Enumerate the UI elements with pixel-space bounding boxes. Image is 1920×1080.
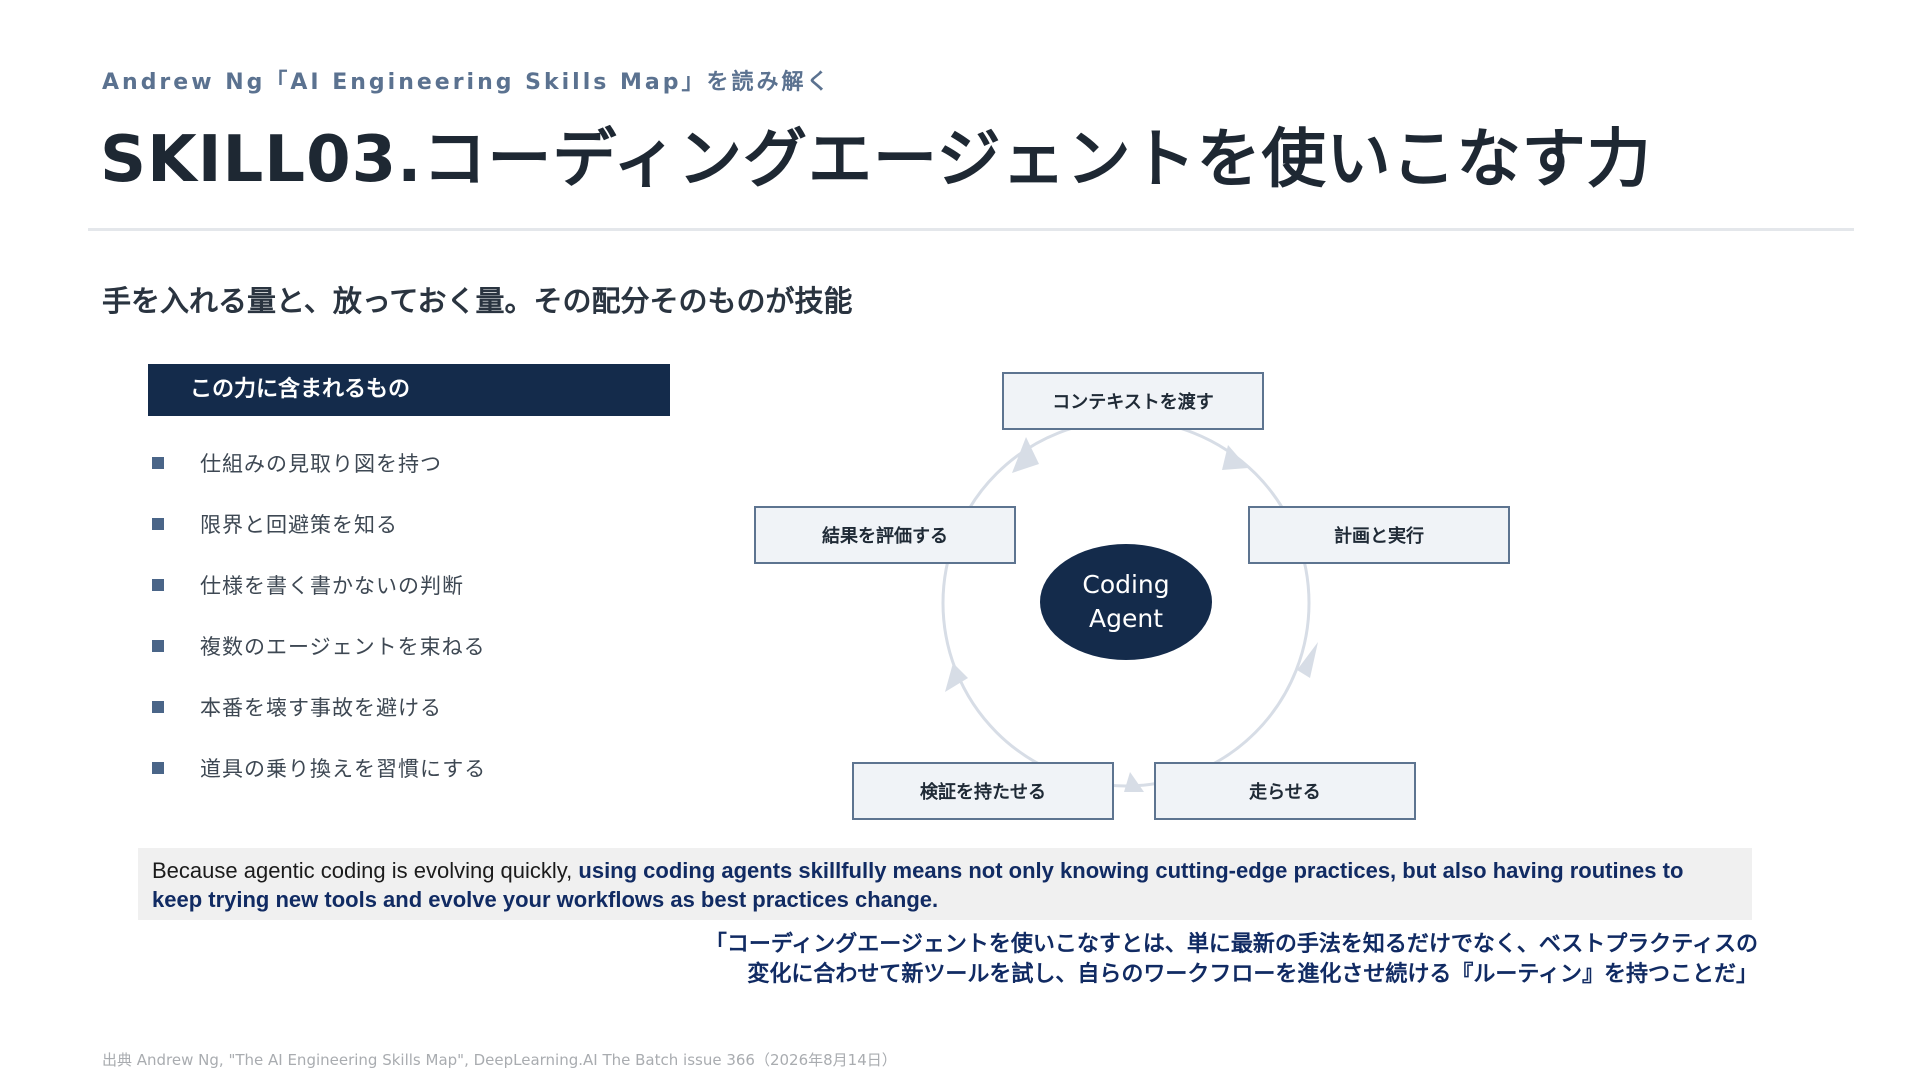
source-citation: 出典 Andrew Ng, "The AI Engineering Skills…: [102, 1051, 897, 1069]
cycle-node-evaluate: 結果を評価する: [754, 506, 1016, 564]
header-kicker: Andrew Ng「AI Engineering Skills Map」を読み解…: [102, 70, 832, 95]
agent-cycle-diagram: コンテキストを渡す 計画と実行 走らせる 検証を持たせる 結果を評価する Cod…: [740, 360, 1540, 820]
section-subtitle: 手を入れる量と、放っておく量。その配分そのものが技能: [102, 284, 853, 318]
skill-label: 限界と回避策を知る: [200, 512, 398, 537]
jp-quote-line2: 変化に合わせて新ツールを試し、自らのワークフローを進化させ続ける『ルーティン』を…: [747, 962, 1758, 987]
center-label-line1: Coding: [1082, 570, 1170, 599]
skills-list: 仕組みの見取り図を持つ 限界と回避策を知る 仕様を書く書かないの判断 複数のエー…: [152, 432, 486, 798]
skill-label: 仕組みの見取り図を持つ: [200, 451, 442, 476]
title-divider: [88, 228, 1854, 231]
square-bullet-icon: [152, 517, 164, 530]
page-title: SKILL03.コーディングエージェントを使いこなす力: [100, 123, 1652, 197]
list-item: 仕様を書く書かないの判断: [152, 554, 486, 615]
cycle-arrow-icon: [1222, 445, 1248, 470]
skill-label: 道具の乗り換えを習慣にする: [200, 756, 487, 781]
list-item: 道具の乗り換えを習慣にする: [152, 737, 486, 798]
skill-label: 本番を壊す事故を避ける: [200, 695, 442, 720]
cycle-arrow-icon: [1297, 642, 1318, 678]
cycle-node-verify: 検証を持たせる: [852, 762, 1114, 820]
list-item: 仕組みの見取り図を持つ: [152, 432, 486, 493]
square-bullet-icon: [152, 639, 164, 652]
skills-panel-header: この力に含まれるもの: [148, 364, 670, 416]
list-item: 限界と回避策を知る: [152, 493, 486, 554]
cycle-node-plan: 計画と実行: [1248, 506, 1510, 564]
english-quote-box: Because agentic coding is evolving quick…: [138, 848, 1752, 920]
square-bullet-icon: [152, 700, 164, 713]
cycle-arrow-icon: [1124, 772, 1144, 792]
center-label-line2: Agent: [1089, 604, 1163, 633]
cycle-node-context: コンテキストを渡す: [1002, 372, 1264, 430]
square-bullet-icon: [152, 456, 164, 469]
jp-quote-line1: 「コーディングエージェントを使いこなすとは、単に最新の手法を知るだけでなく、ベス…: [704, 932, 1758, 957]
list-item: 複数のエージェントを束ねる: [152, 615, 486, 676]
square-bullet-icon: [152, 761, 164, 774]
coding-agent-center: Coding Agent: [1040, 544, 1212, 660]
skill-label: 仕様を書く書かないの判断: [200, 573, 464, 598]
square-bullet-icon: [152, 578, 164, 591]
cycle-node-run: 走らせる: [1154, 762, 1416, 820]
list-item: 本番を壊す事故を避ける: [152, 676, 486, 737]
japanese-quote: 「コーディングエージェントを使いこなすとは、単に最新の手法を知るだけでなく、ベス…: [705, 930, 1758, 990]
cycle-arrow-icon: [945, 663, 968, 692]
skill-label: 複数のエージェントを束ねる: [200, 634, 486, 659]
cycle-arrow-icon: [1012, 437, 1039, 473]
quote-plain-text: Because agentic coding is evolving quick…: [152, 858, 579, 883]
quote-emphasis-text: using coding agents skillfully means not…: [152, 858, 1684, 912]
